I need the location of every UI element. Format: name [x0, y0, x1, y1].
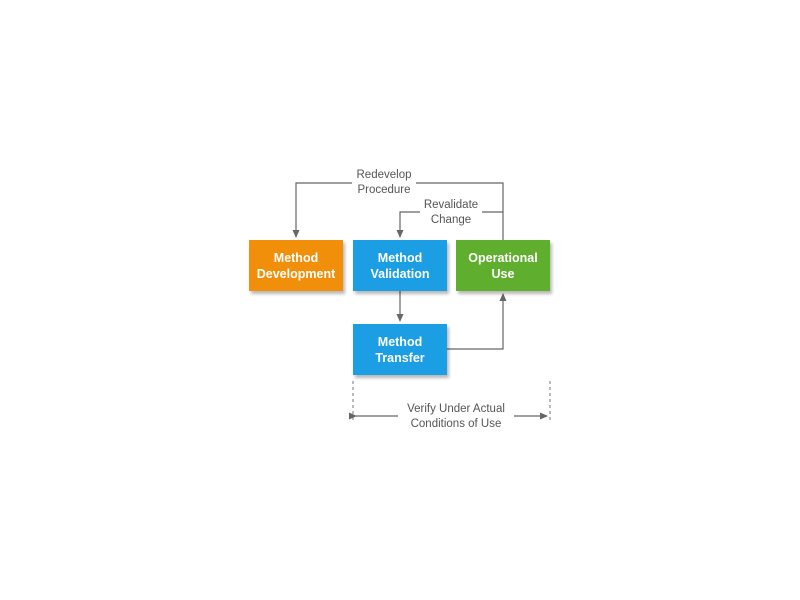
operational-use-box: Operational Use: [456, 240, 550, 291]
verify-conditions-label: Verify Under Actual Conditions of Use: [398, 402, 514, 432]
method-development-box: Method Development: [249, 240, 343, 291]
operational-use-line2: Use: [491, 266, 515, 281]
transfer-to-operational-arrow: [447, 293, 507, 350]
method-development-line1: Method: [273, 250, 319, 265]
verify-label-line1: Verify Under Actual: [407, 403, 505, 415]
redevelop-procedure-label: Redevelop Procedure: [352, 168, 416, 198]
method-validation-line1: Method: [377, 250, 423, 265]
method-validation-box: Method Validation: [353, 240, 447, 291]
verify-label-line2: Conditions of Use: [410, 418, 502, 430]
revalidate-label-line2: Change: [430, 214, 472, 226]
method-transfer-box: Method Transfer: [353, 324, 447, 375]
revalidate-change-label: Revalidate Change: [420, 198, 482, 228]
method-transfer-line2: Transfer: [375, 350, 425, 365]
revalidate-label-line1: Revalidate: [423, 199, 479, 211]
redevelop-label-line1: Redevelop: [356, 169, 412, 181]
method-transfer-line1: Method: [377, 334, 423, 349]
operational-use-line1: Operational: [468, 250, 538, 265]
method-development-line2: Development: [256, 266, 336, 281]
method-validation-line2: Validation: [370, 266, 430, 281]
redevelop-label-line2: Procedure: [357, 184, 411, 196]
